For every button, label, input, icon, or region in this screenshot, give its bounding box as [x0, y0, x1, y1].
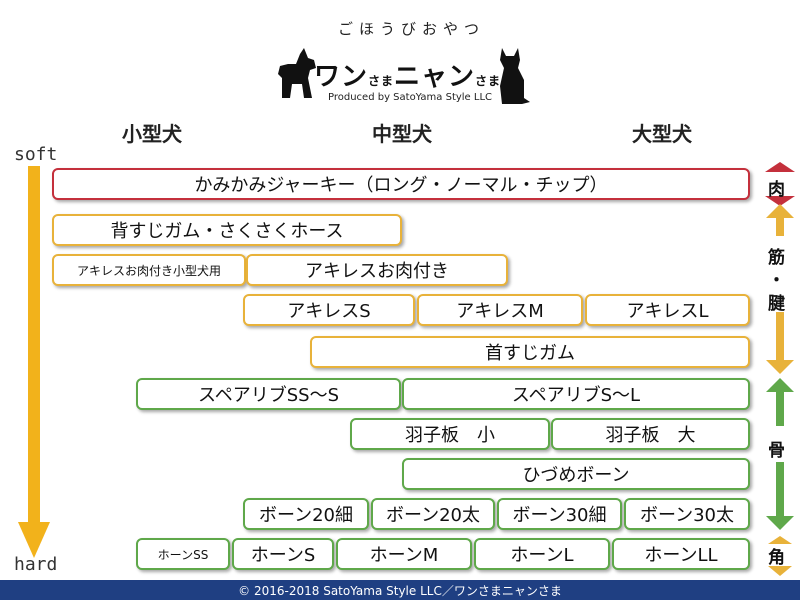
item-bone20-thin: ボーン20細	[243, 498, 369, 530]
category-tendon-b: 腱	[768, 294, 785, 314]
category-tendon-a: 筋	[768, 248, 785, 268]
category-bone: 骨	[768, 441, 785, 461]
item-bone30-thick: ボーン30太	[624, 498, 750, 530]
item-hizume-bone: ひづめボーン	[402, 458, 750, 490]
item-sparerib-s: スペアリブS〜L	[402, 378, 750, 410]
item-horn-ss: ホーンSS	[136, 538, 230, 570]
item-jerky: かみかみジャーキー（ロング・ノーマル・チップ）	[52, 168, 750, 200]
item-achilles-meat-small: アキレスお肉付き小型犬用	[52, 254, 246, 286]
item-sparerib-ss: スペアリブSS〜S	[136, 378, 401, 410]
logo-tagline: ごほうびおやつ	[338, 20, 486, 38]
category-tendon-dot: ・	[768, 271, 785, 291]
cat-silhouette-icon	[500, 48, 530, 104]
column-medium-dog: 中型犬	[372, 122, 432, 146]
item-hagoita-large: 羽子板 大	[551, 418, 750, 450]
footer-copyright: © 2016-2018 SatoYama Style LLC／ワンさまニャンさま	[238, 583, 562, 598]
logo-brand: ワンさまニャンさま	[314, 56, 501, 93]
logo-brand-a-suffix: さま	[368, 74, 395, 88]
logo-brand-b: ニャン	[394, 62, 476, 92]
item-horn-s: ホーンS	[232, 538, 334, 570]
item-bone20-thick: ボーン20太	[371, 498, 495, 530]
category-horn: 角	[768, 548, 785, 568]
logo: ごほうびおやつ ワンさまニャンさま Produced by SatoYama S…	[270, 6, 530, 106]
item-kubisuji-gum: 首すじガム	[310, 336, 750, 368]
item-bone30-thin: ボーン30細	[497, 498, 622, 530]
item-achilles-meat: アキレスお肉付き	[246, 254, 508, 286]
item-horn-m: ホーンM	[336, 538, 472, 570]
item-achilles-l: アキレスL	[585, 294, 750, 326]
category-meat: 肉	[768, 180, 785, 200]
item-achilles-s: アキレスS	[243, 294, 415, 326]
logo-brand-b-suffix: さま	[475, 74, 502, 88]
item-sesuji-gum: 背すじガム・さくさくホース	[52, 214, 402, 246]
item-horn-ll: ホーンLL	[612, 538, 750, 570]
logo-produced: Produced by SatoYama Style LLC	[328, 92, 493, 103]
dog-silhouette-icon	[278, 48, 316, 98]
item-horn-l: ホーンL	[474, 538, 610, 570]
column-small-dog: 小型犬	[122, 122, 182, 146]
item-hagoita-small: 羽子板 小	[350, 418, 550, 450]
axis-label-hard: hard	[14, 554, 58, 575]
axis-label-soft: soft	[14, 144, 58, 165]
footer: © 2016-2018 SatoYama Style LLC／ワンさまニャンさま	[0, 580, 800, 600]
column-large-dog: 大型犬	[632, 122, 692, 146]
logo-brand-a: ワン	[314, 62, 369, 92]
item-achilles-m: アキレスM	[417, 294, 583, 326]
